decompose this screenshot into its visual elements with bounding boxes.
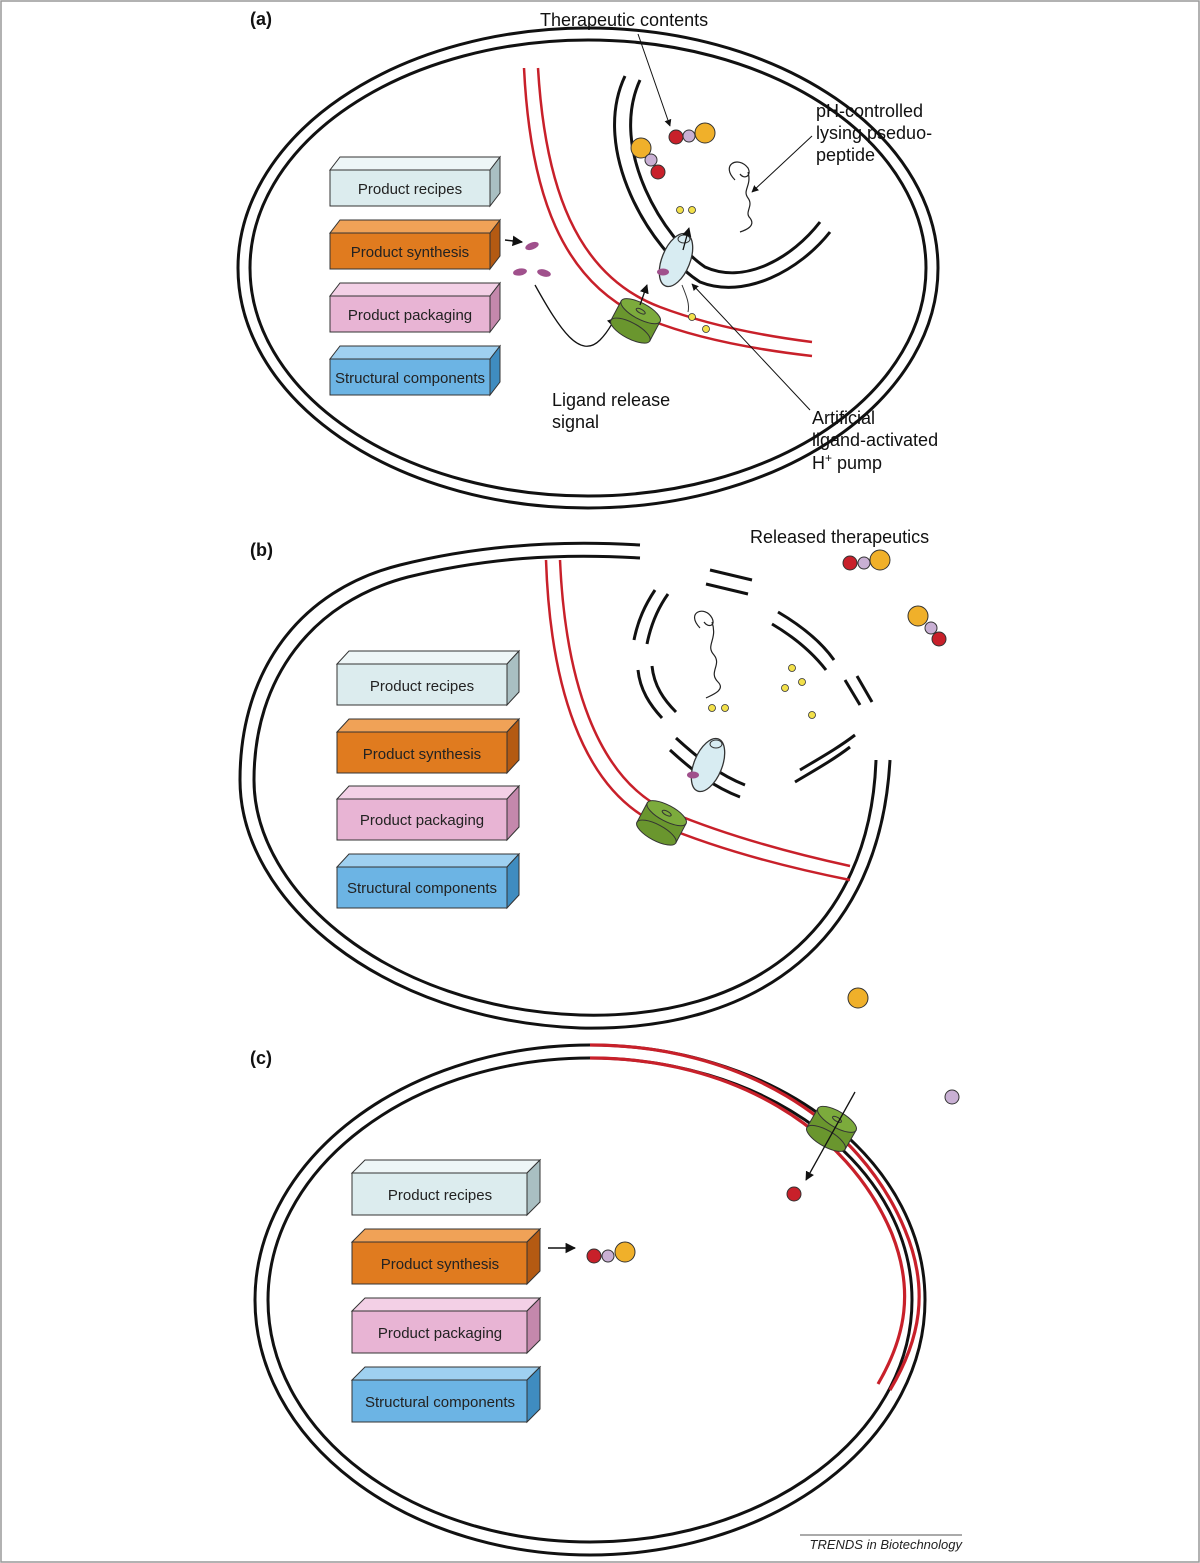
panel-a-pump-h: H — [812, 453, 825, 473]
panel-a-ph-label-line3: peptide — [816, 145, 875, 165]
panel-a-ligand — [537, 269, 551, 277]
panel-b-released-molecule — [842, 549, 891, 571]
panel-a-therapeutic-molecule — [668, 122, 716, 145]
panel-c-box-packaging-label: Product packaging — [378, 1325, 502, 1342]
panel-b: (b) Product recipes Product — [238, 527, 947, 1030]
panel-b-box-recipes: Product recipes — [335, 649, 521, 707]
panel-a-ligand-release-line1: Ligand release — [552, 390, 670, 410]
panel-b-red-membrane-outer — [544, 559, 851, 882]
panel-c-red-membrane-inner — [589, 1056, 907, 1385]
panel-b-proton — [798, 678, 806, 686]
panel-b-box-packaging: Product packaging — [335, 784, 521, 842]
panel-b-proton — [708, 704, 716, 712]
panel-b-proton — [721, 704, 729, 712]
panel-c-green-channel — [806, 1105, 857, 1152]
panel-c-box-recipes-label: Product recipes — [388, 1187, 492, 1204]
panel-a-pump-plus: + — [825, 451, 832, 465]
panel-c-red-molecule — [786, 1186, 802, 1202]
panel-a-compartment-inner — [629, 79, 822, 275]
panel-c-box-synthesis: Product synthesis — [350, 1227, 542, 1286]
panel-c-label: (c) — [250, 1048, 272, 1068]
panel-a-synthesis-arrow — [504, 235, 524, 247]
panel-a-proton — [688, 206, 696, 214]
panel-a-pump-arrow — [682, 227, 692, 251]
panel-a-ligand — [525, 241, 539, 251]
panel-b-proton — [781, 684, 789, 692]
footer-credit: TRENDS in Biotechnology — [810, 1537, 964, 1552]
panel-b-h-pump-top — [709, 739, 723, 749]
panel-c-red-membrane-outer — [589, 1043, 921, 1391]
panel-a-pseudo-peptide — [728, 161, 753, 233]
panel-a-pump-label-line2: ligand-activated — [812, 430, 938, 450]
panel-a-pump-suffix: pump — [832, 453, 882, 473]
panel-b-green-channel — [636, 800, 687, 846]
panel-b-box-structural-label: Structural components — [347, 880, 497, 897]
panel-b-proton — [808, 711, 816, 719]
panel-c-box-structural: Structural components — [350, 1365, 542, 1424]
panel-b-released-molecule — [907, 605, 947, 647]
panel-a-box-packaging-label: Product packaging — [348, 307, 472, 324]
panel-a-box-synthesis: Product synthesis — [328, 218, 502, 271]
panel-b-label: (b) — [250, 540, 273, 560]
panel-b-cell-outer-membrane — [238, 541, 892, 1030]
panel-a-compartment-outer — [613, 75, 832, 289]
panel-a-ligand — [513, 268, 527, 276]
panel-b-released-label: Released therapeutics — [750, 527, 929, 547]
panel-a-cell-inner-membrane — [248, 38, 928, 498]
panel-c-box-synthesis-label: Product synthesis — [381, 1256, 499, 1273]
panel-a-pump-pointer — [691, 283, 811, 411]
panel-a-proton — [676, 206, 684, 214]
panel-b-box-structural: Structural components — [335, 852, 521, 910]
panel-b-pump-ligand — [687, 771, 699, 779]
panel-b-box-packaging-label: Product packaging — [360, 812, 484, 829]
panel-b-pseudo-peptide — [693, 610, 721, 699]
panel-c-channel-arrow — [805, 1091, 856, 1181]
panel-a-pump-label-line3: H+ pump — [812, 451, 882, 473]
panel-a-ph-pointer — [751, 135, 813, 193]
panel-b-cell-inner-membrane — [252, 554, 878, 1017]
panel-b-box-recipes-label: Product recipes — [370, 678, 474, 695]
panel-a-box-packaging: Product packaging — [328, 281, 502, 334]
panel-a-ph-label-line2: lysing pseduo- — [816, 123, 932, 143]
panel-a-ph-label-line1: pH-controlled — [816, 101, 923, 121]
panel-b-box-synthesis: Product synthesis — [335, 717, 521, 775]
panel-b-h-pump — [690, 737, 726, 793]
panel-a-red-membrane-inner — [536, 67, 813, 344]
panel-a-box-synthesis-label: Product synthesis — [351, 244, 469, 261]
panel-a-label: (a) — [250, 9, 272, 29]
panel-a: (a) Product recipes Product synthesis Pr — [236, 9, 940, 510]
panel-a-pump-label-line1: Artificial — [812, 408, 875, 428]
panel-a-h-pump — [658, 232, 694, 288]
panel-a-box-recipes: Product recipes — [328, 155, 502, 208]
panel-a-cell-outer-membrane — [236, 26, 940, 510]
panel-a-pump-ligand — [657, 268, 669, 276]
panel-a-therapeutic-contents-label: Therapeutic contents — [540, 10, 708, 30]
panel-c-box-recipes: Product recipes — [350, 1158, 542, 1217]
panel-a-therapeutic-molecule — [630, 137, 666, 180]
panel-a-box-recipes-label: Product recipes — [358, 181, 462, 198]
panel-c-product-molecule — [586, 1241, 636, 1264]
panel-b-box-synthesis-label: Product synthesis — [363, 746, 481, 763]
panel-a-proton — [702, 325, 710, 333]
panel-a-box-structural-label: Structural components — [335, 370, 485, 387]
panel-a-ligand-release-line2: signal — [552, 412, 599, 432]
panel-a-box-structural: Structural components — [328, 344, 502, 397]
panel-b-released-gold-molecule — [847, 987, 869, 1009]
panel-a-proton — [688, 313, 696, 321]
panel-b-red-membrane-inner — [558, 559, 851, 868]
panel-a-channel-up-arrow — [639, 284, 649, 306]
panel-b-compartment-fragments — [632, 568, 874, 799]
panel-a-therapeutic-contents-pointer — [637, 33, 672, 127]
panel-b-proton — [788, 664, 796, 672]
panel-c-box-packaging: Product packaging — [350, 1296, 542, 1355]
panel-a-pump-tail — [681, 284, 689, 313]
panel-c: (c) Product recipes Product synthesis Pr… — [250, 1043, 960, 1557]
panel-c-box-structural-label: Structural components — [365, 1394, 515, 1411]
panel-c-lilac-molecule — [944, 1089, 960, 1105]
panel-a-green-channel — [610, 298, 661, 344]
